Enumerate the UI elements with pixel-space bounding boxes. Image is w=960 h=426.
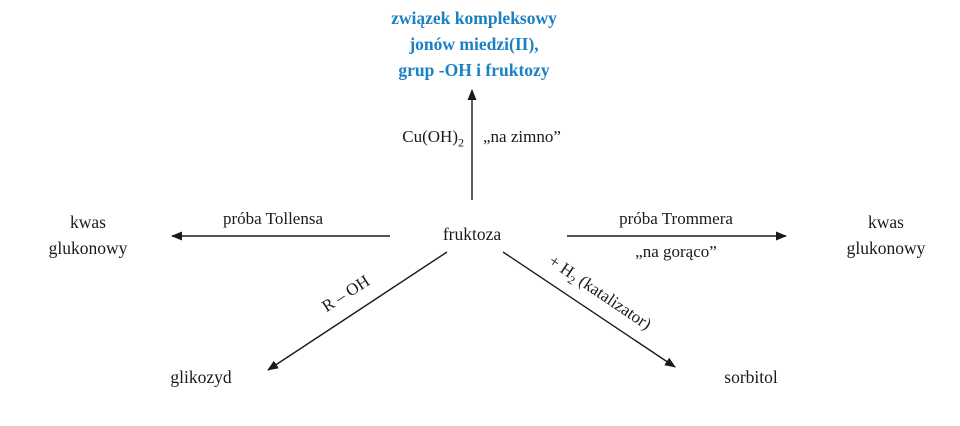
kwas-right-line-2: glukonowy [846, 238, 926, 258]
label-cu-oh2: Cu(OH)2 [402, 126, 464, 151]
cu-oh2-subscript: 2 [458, 135, 464, 150]
top-product-complex: związek kompleksowy jonów miedzi(II), gr… [391, 5, 557, 83]
top-product-line-3: grup -OH i fruktozy [398, 60, 550, 80]
top-product-line-1: związek kompleksowy [391, 8, 557, 28]
product-kwas-glukonowy-left: kwas glukonowy [49, 209, 128, 261]
label-na-goraco: „na gorąco” [635, 242, 717, 261]
product-glikozyd: glikozyd [170, 367, 232, 387]
product-sorbitol: sorbitol [724, 367, 778, 387]
center-node-fruktoza: fruktoza [442, 224, 502, 244]
arrow-down-left [267, 251, 448, 371]
label-na-zimno: „na zimno” [483, 127, 561, 146]
cu-oh2-main: Cu(OH) [402, 127, 458, 146]
label-proba-trommera: próba Trommera [619, 209, 733, 228]
kwas-right-line-1: kwas [868, 212, 904, 232]
kwas-left-line-2: glukonowy [48, 238, 128, 258]
kwas-left-line-1: kwas [70, 212, 106, 232]
arrow-down-right [502, 251, 676, 368]
product-kwas-glukonowy-right: kwas glukonowy [847, 209, 926, 261]
top-product-line-2: jonów miedzi(II), [409, 34, 539, 54]
label-proba-tollensa: próba Tollensa [223, 209, 323, 228]
